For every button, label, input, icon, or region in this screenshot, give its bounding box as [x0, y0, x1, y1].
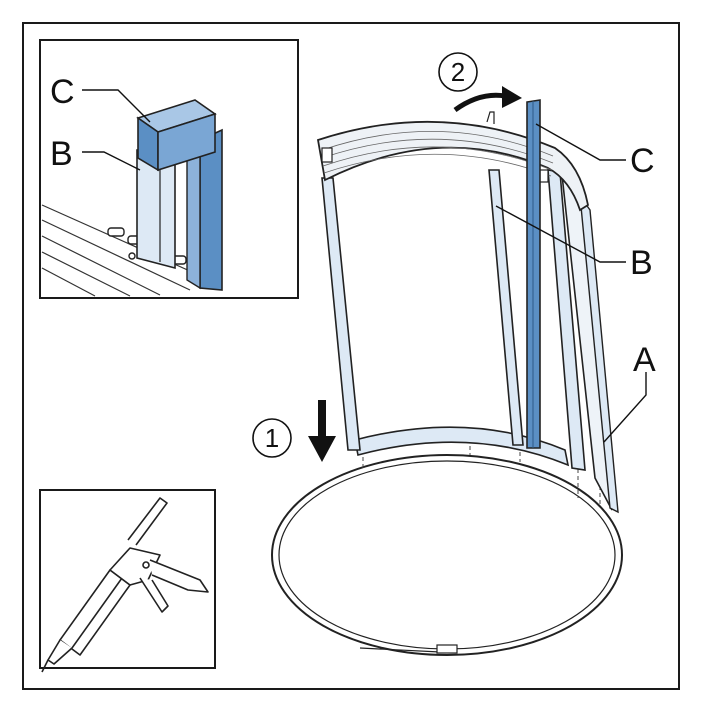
- down-arrow-icon: [308, 400, 336, 462]
- step-1-marker: 1: [252, 400, 336, 462]
- caulking-gun-icon: [41, 497, 209, 673]
- figure-frame: [22, 22, 680, 690]
- inset-label-b: B: [50, 135, 73, 173]
- inset-label-c: C: [50, 73, 75, 111]
- step-2-number: 2: [451, 57, 465, 87]
- step-2-marker: 2: [438, 52, 522, 113]
- label-c: C: [630, 142, 655, 180]
- step-1-number: 1: [265, 423, 279, 453]
- label-a: A: [633, 341, 656, 379]
- curved-arrow-icon: [453, 86, 522, 113]
- shower-enclosure: C B A: [271, 99, 656, 656]
- caulking-gun-inset: [39, 489, 216, 673]
- detail-inset: C B: [39, 39, 299, 299]
- label-b: B: [630, 244, 653, 282]
